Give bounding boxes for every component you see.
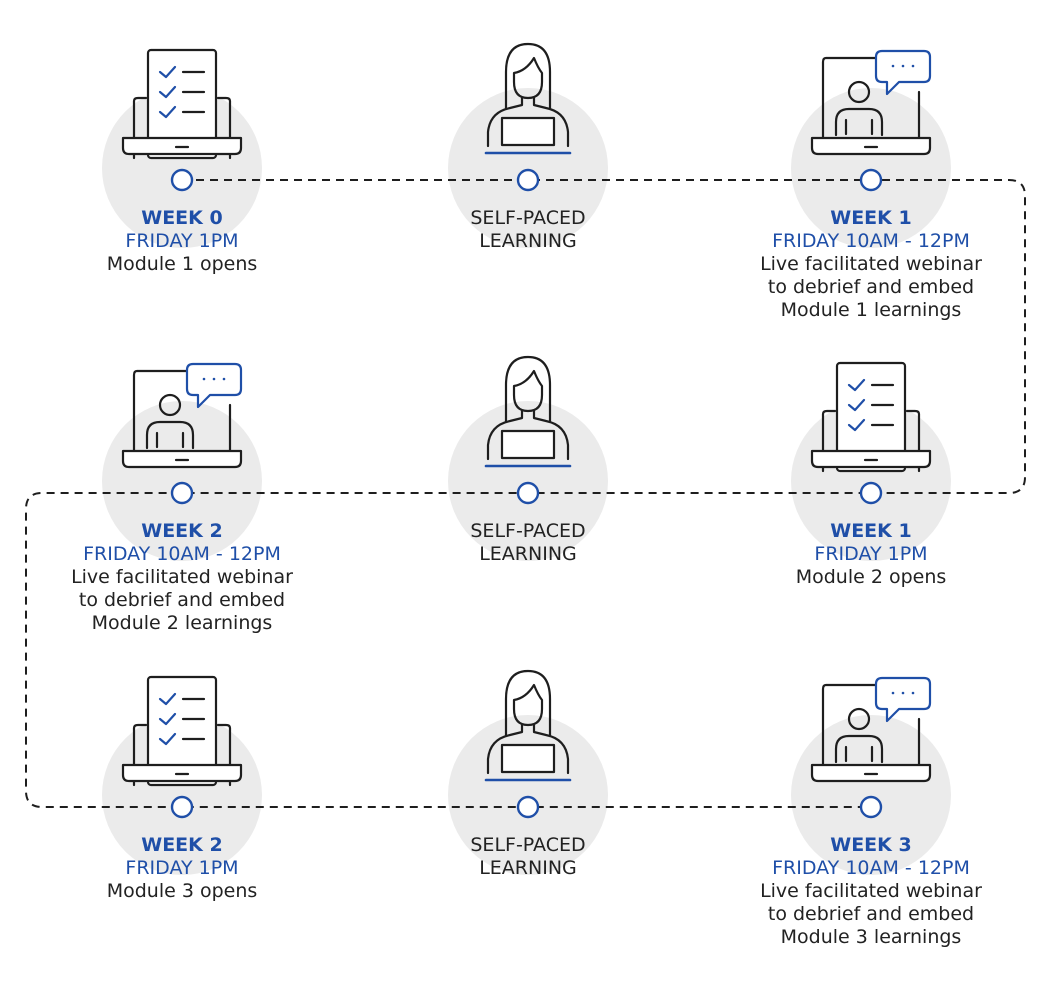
timeline-node xyxy=(516,481,540,505)
timeline-node xyxy=(516,168,540,192)
webinar-laptop-icon xyxy=(810,49,932,156)
event-description: Module 3 opens xyxy=(106,880,258,902)
bg-circle xyxy=(102,715,262,875)
week-label: WEEK 1 xyxy=(830,207,912,229)
week-label: WEEK 3 xyxy=(830,834,912,856)
session-time: FRIDAY 10AM - 12PM xyxy=(83,543,281,565)
timeline-node xyxy=(859,481,883,505)
event-description: Live facilitated webinar xyxy=(760,880,982,902)
session-time: FRIDAY 10AM - 12PM xyxy=(772,230,970,252)
timeline-node xyxy=(859,795,883,819)
week-label: WEEK 1 xyxy=(830,520,912,542)
self-paced-text: LEARNING xyxy=(479,857,577,879)
event-description: Module 3 learnings xyxy=(780,926,962,948)
week-label: WEEK 2 xyxy=(141,520,223,542)
self-paced-text: LEARNING xyxy=(479,230,577,252)
timeline-node xyxy=(170,481,194,505)
learner-laptop-icon xyxy=(484,355,572,468)
event-description: to debrief and embed xyxy=(78,589,286,611)
week-label: WEEK 2 xyxy=(141,834,223,856)
self-paced-text: SELF-PACED xyxy=(470,834,586,856)
bg-circle xyxy=(791,88,951,248)
learner-laptop-icon xyxy=(484,669,572,782)
event-description: to debrief and embed xyxy=(767,276,975,298)
session-time: FRIDAY 1PM xyxy=(125,230,239,252)
self-paced-text: LEARNING xyxy=(479,543,577,565)
timeline-node xyxy=(170,168,194,192)
learner-laptop-icon xyxy=(484,42,572,155)
week-label: WEEK 0 xyxy=(141,207,223,229)
timeline-node xyxy=(170,795,194,819)
checklist-laptop-icon xyxy=(810,361,932,473)
event-description: Live facilitated webinar xyxy=(71,566,293,588)
session-time: FRIDAY 10AM - 12PM xyxy=(772,857,970,879)
chat-bubble-icon xyxy=(874,49,932,96)
session-time: FRIDAY 1PM xyxy=(814,543,928,565)
chat-bubble-icon xyxy=(185,362,243,409)
timeline-node xyxy=(516,795,540,819)
event-description: Module 1 learnings xyxy=(780,299,962,321)
event-description: Module 2 opens xyxy=(795,566,947,588)
bg-circle xyxy=(791,401,951,561)
event-description: to debrief and embed xyxy=(767,903,975,925)
webinar-laptop-icon xyxy=(121,362,243,469)
event-description: Module 1 opens xyxy=(106,253,258,275)
self-paced-text: SELF-PACED xyxy=(470,207,586,229)
chat-bubble-icon xyxy=(874,676,932,723)
timeline-node xyxy=(859,168,883,192)
checklist-laptop-icon xyxy=(121,48,243,160)
event-description: Module 2 learnings xyxy=(91,612,273,634)
bg-circle xyxy=(791,715,951,875)
bg-circle xyxy=(102,88,262,248)
event-description: Live facilitated webinar xyxy=(760,253,982,275)
bg-circle xyxy=(102,401,262,561)
session-time: FRIDAY 1PM xyxy=(125,857,239,879)
webinar-laptop-icon xyxy=(810,676,932,783)
checklist-laptop-icon xyxy=(121,675,243,787)
self-paced-text: SELF-PACED xyxy=(470,520,586,542)
